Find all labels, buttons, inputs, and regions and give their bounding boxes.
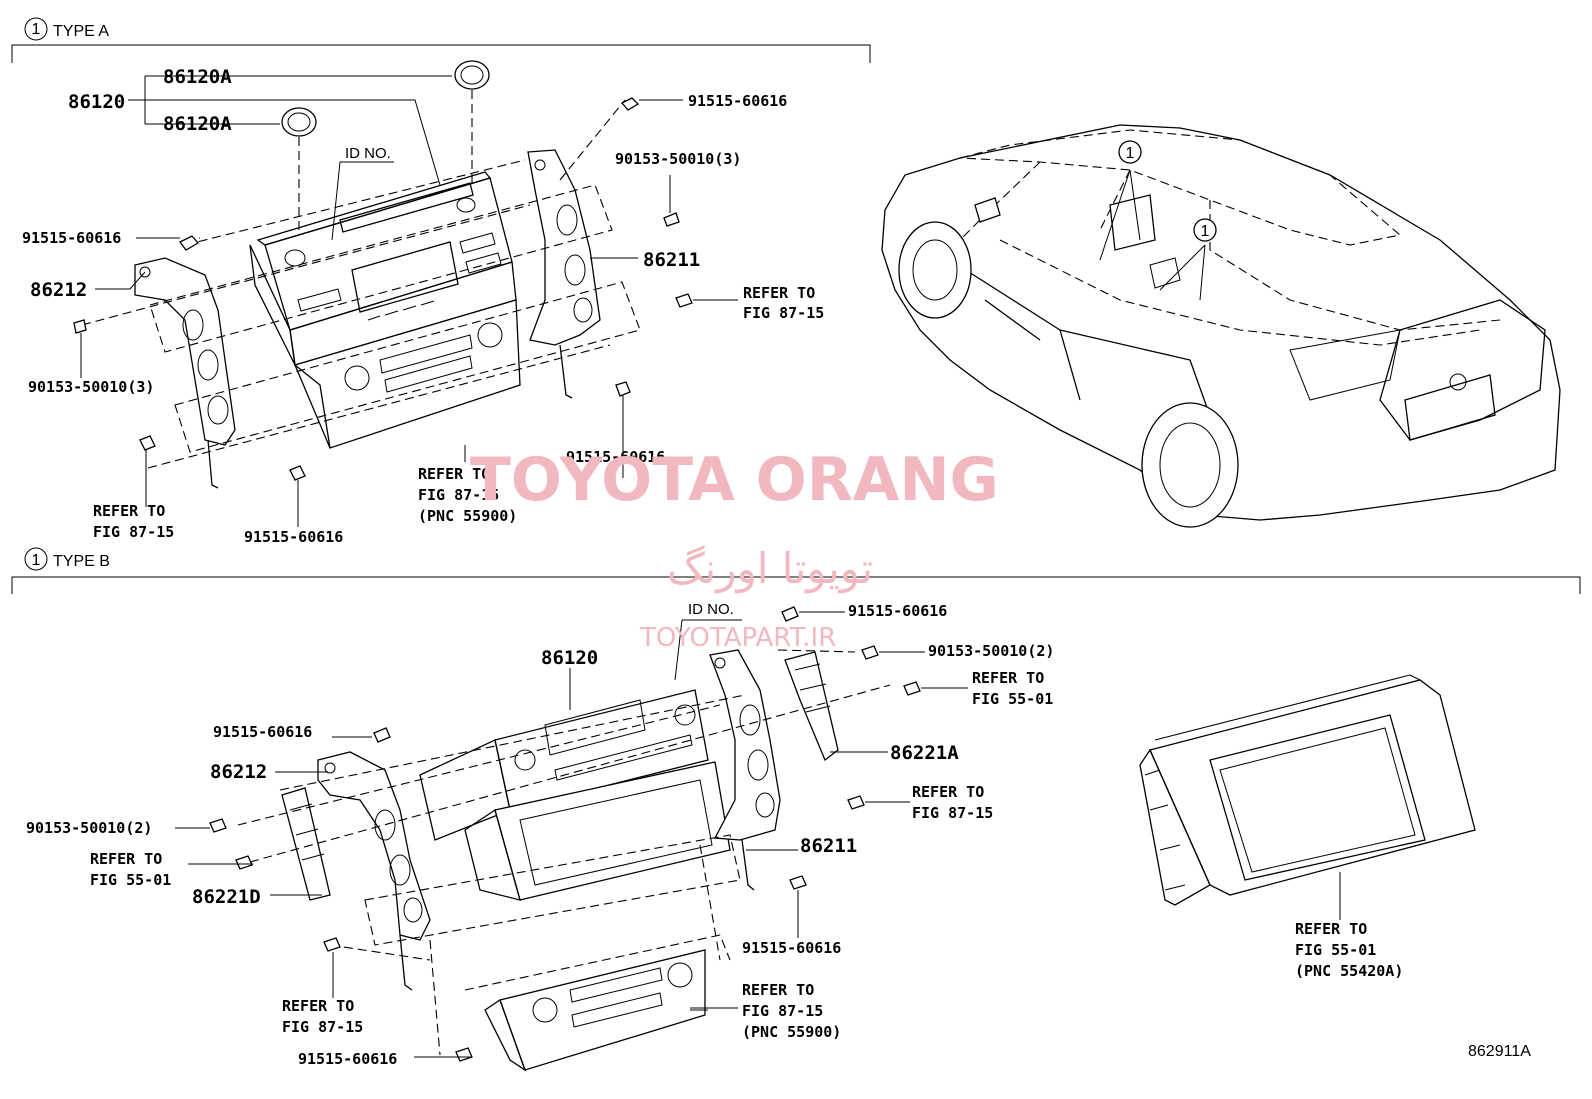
- label-86120: 86120: [68, 91, 125, 113]
- bolt-b-bottom-icon: [455, 1047, 473, 1062]
- figure-id: 862911A: [1468, 1043, 1531, 1060]
- bolt-91515-top-icon: [620, 97, 640, 111]
- label-b-86221d: 86221D: [192, 886, 261, 908]
- type-b-drawing: [175, 606, 1341, 1072]
- bolt-b-left-icon: [373, 727, 391, 743]
- label-86211: 86211: [643, 249, 700, 271]
- bolt-right-refer-icon: [675, 293, 693, 308]
- label-bolt-left: 91515-60616: [22, 229, 121, 247]
- label-b-bolt-bottom: 91515-60616: [298, 1050, 397, 1068]
- display-housing-icon: [464, 761, 731, 901]
- section-a-marker: 1: [32, 21, 41, 38]
- bolt-b-lower-left-icon: [323, 937, 341, 952]
- label-refer-mid-2: FIG 87-15: [418, 486, 499, 504]
- label-id-no: ID NO.: [345, 145, 391, 162]
- label-b-86221a: 86221A: [890, 742, 959, 764]
- bolt-91515-mid-icon: [615, 381, 631, 397]
- car-illustration: 1 1: [881, 124, 1561, 528]
- knob-86120a-bottom-icon: [281, 107, 317, 137]
- screw-b-left-icon: [209, 818, 227, 833]
- watermark-brand-fa: تویوتا اورنگ: [667, 544, 873, 593]
- label-screw-right: 90153-50010(3): [615, 150, 741, 168]
- bracket-86221a-icon: [784, 651, 839, 762]
- label-refer-mid-1: REFER TO: [418, 465, 490, 483]
- type-a-drawing: [73, 60, 738, 527]
- label-b-bolt-right-low: 91515-60616: [742, 939, 841, 957]
- section-a-header: 1 TYPE A: [11, 17, 871, 63]
- bolt-91515-bottom-icon: [289, 465, 306, 481]
- label-b-refer-disp-1: REFER TO: [1295, 920, 1367, 938]
- car-callout-1: 1: [1126, 145, 1135, 162]
- label-b-bolt-top: 91515-60616: [848, 602, 947, 620]
- watermark-brand: TOYOTA ORANG: [470, 445, 999, 515]
- climate-panel-b-icon: [484, 949, 706, 1072]
- bracket-86221d-icon: [281, 787, 331, 901]
- screw-90153-left-icon: [73, 319, 87, 334]
- label-b-refer-disp-2: FIG 55-01: [1295, 941, 1376, 959]
- label-86212: 86212: [30, 279, 87, 301]
- label-bolt-right-low: 91515-60616: [566, 448, 665, 466]
- bolt-left-lower-icon: [139, 435, 156, 451]
- bracket-86211-icon: [527, 149, 601, 399]
- label-refer-left-1: REFER TO: [93, 502, 165, 520]
- label-bolt-top: 91515-60616: [688, 92, 787, 110]
- bracket-86212-b-icon: [317, 751, 431, 991]
- rear-wheel-icon: [1141, 402, 1239, 528]
- label-b-screw-left: 90153-50010(2): [26, 819, 152, 837]
- label-b-refer-bm-3: (PNC 55900): [742, 1023, 841, 1041]
- bolt-91515-left-icon: [179, 235, 200, 251]
- bolt-b-refer-right-icon: [847, 795, 865, 810]
- label-b-refer-5501-2: FIG 55-01: [972, 690, 1053, 708]
- label-screw-left: 90153-50010(3): [28, 378, 154, 396]
- label-86120a-bottom: 86120A: [163, 113, 232, 135]
- section-b-marker: 1: [32, 552, 41, 569]
- label-b-refer-5501-1: REFER TO: [972, 669, 1044, 687]
- bolt-b-top-icon: [781, 606, 799, 622]
- label-refer-right-1: REFER TO: [743, 284, 815, 302]
- label-b-refer-bl-2: FIG 87-15: [282, 1018, 363, 1036]
- label-refer-mid-3: (PNC 55900): [418, 507, 517, 525]
- label-b-refer-bl-1: REFER TO: [282, 997, 354, 1015]
- front-wheel-icon: [898, 221, 972, 319]
- type-b-labels: ID NO. 91515-60616 90153-50010(2) REFER …: [26, 601, 1403, 1068]
- bracket-86212-icon: [134, 257, 236, 489]
- label-b-refer-bm-2: FIG 87-15: [742, 1002, 823, 1020]
- screw-90153-right-icon: [663, 212, 680, 227]
- bolt-b-right-low-icon: [789, 875, 807, 890]
- label-b-id-no: ID NO.: [688, 601, 734, 618]
- screw-b-refer-icon: [903, 681, 921, 696]
- climate-panel-icon: [294, 299, 521, 449]
- label-refer-right-2: FIG 87-15: [743, 304, 824, 322]
- watermark-site: TOYOTAPART.IR: [639, 623, 836, 653]
- watermark: TOYOTA ORANG تویوتا اورنگ TOYOTAPART.IR: [470, 445, 999, 653]
- knob-86120a-top-icon: [454, 60, 490, 90]
- label-b-86211: 86211: [800, 835, 857, 857]
- section-b-title: TYPE B: [53, 553, 110, 570]
- label-bolt-bottom: 91515-60616: [244, 528, 343, 546]
- screw-b-refer-left-icon: [235, 855, 253, 870]
- label-86120a-top: 86120A: [163, 66, 232, 88]
- label-b-bolt-left: 91515-60616: [213, 723, 312, 741]
- car-callout-2: 1: [1201, 223, 1210, 240]
- label-b-86120: 86120: [541, 647, 598, 669]
- display-unit-icon: [1139, 674, 1476, 906]
- label-refer-left-2: FIG 87-15: [93, 523, 174, 541]
- label-b-screw-top: 90153-50010(2): [928, 642, 1054, 660]
- screw-b-top-icon: [861, 645, 879, 660]
- section-a-title: TYPE A: [53, 23, 109, 40]
- section-b-header: 1 TYPE B: [11, 547, 1581, 594]
- label-b-refer-left-1: REFER TO: [90, 850, 162, 868]
- label-b-86212: 86212: [210, 761, 267, 783]
- type-a-labels: 86120 86120A 86120A ID NO. 91515-60616 9…: [22, 66, 824, 546]
- label-b-refer-8715-r1: REFER TO: [912, 783, 984, 801]
- label-b-refer-left-2: FIG 55-01: [90, 871, 171, 889]
- bracket-86211-b-icon: [709, 649, 781, 891]
- label-b-refer-disp-3: (PNC 55420A): [1295, 962, 1403, 980]
- label-b-refer-8715-r2: FIG 87-15: [912, 804, 993, 822]
- label-b-refer-bm-1: REFER TO: [742, 981, 814, 999]
